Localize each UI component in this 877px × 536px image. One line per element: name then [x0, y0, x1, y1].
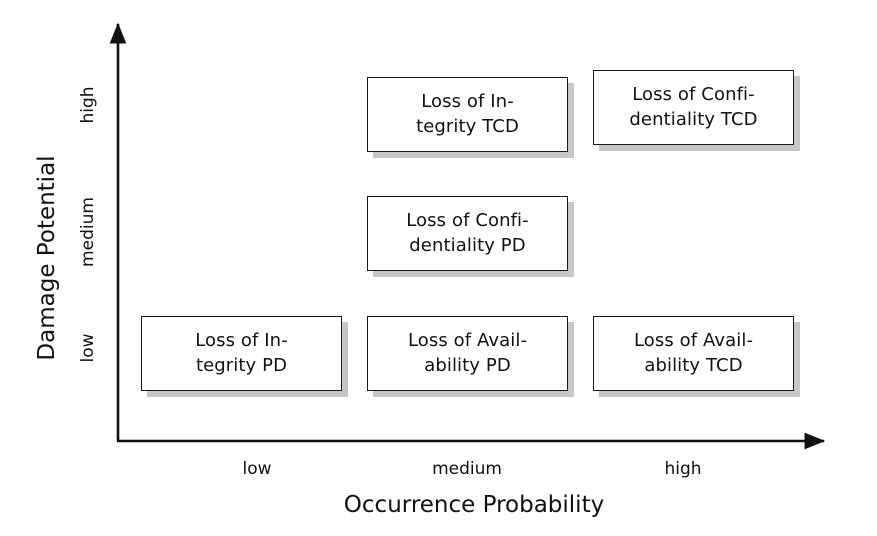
x-tick-low: low [242, 459, 272, 479]
cell-integrity-pd[interactable]: Loss of In- tegrity PD [141, 316, 342, 391]
cell-availability-tcd-label: Loss of Avail- ability TCD [633, 329, 754, 376]
cell-availability-pd-label: Loss of Avail- ability PD [407, 329, 528, 376]
y-tick-medium: medium [78, 197, 98, 267]
x-axis-title: Occurrence Probability [343, 492, 605, 518]
cell-confidentiality-tcd-label: Loss of Confi- dentiality TCD [629, 83, 758, 130]
x-tick-medium: medium [432, 459, 502, 479]
y-axis-title: Damage Potential [34, 155, 60, 361]
y-tick-high: high [78, 86, 98, 124]
cell-availability-tcd[interactable]: Loss of Avail- ability TCD [593, 316, 794, 391]
cell-integrity-tcd[interactable]: Loss of In- tegrity TCD [367, 77, 568, 152]
cell-availability-pd[interactable]: Loss of Avail- ability PD [367, 316, 568, 391]
cell-confidentiality-tcd[interactable]: Loss of Confi- dentiality TCD [593, 70, 794, 145]
y-tick-low: low [78, 333, 98, 363]
cell-confidentiality-pd-label: Loss of Confi- dentiality PD [406, 209, 529, 256]
cell-integrity-tcd-label: Loss of In- tegrity TCD [416, 90, 519, 137]
x-tick-high: high [664, 459, 702, 479]
cell-confidentiality-pd[interactable]: Loss of Confi- dentiality PD [367, 196, 568, 271]
cell-integrity-pd-label: Loss of In- tegrity PD [195, 329, 288, 376]
